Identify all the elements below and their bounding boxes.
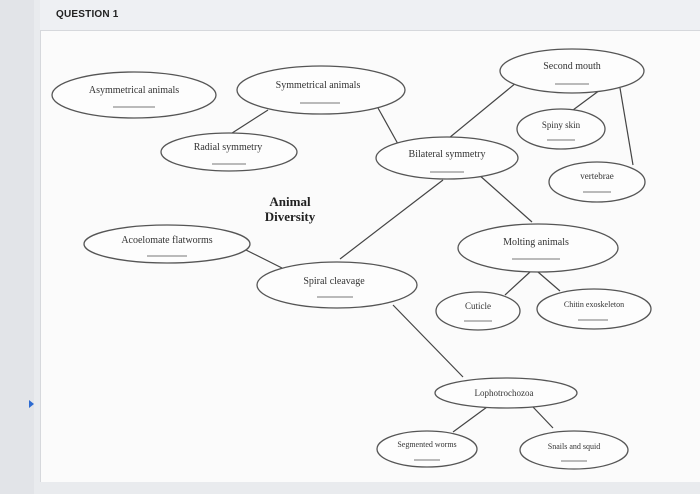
node-label: Symmetrical animals xyxy=(276,80,361,91)
node-spiral-cleavage: Spiral cleavage xyxy=(256,261,418,309)
node-label: Second mouth xyxy=(543,61,601,72)
node-symmetrical-animals: Symmetrical animals xyxy=(236,65,406,115)
edge-lopho-snails xyxy=(532,406,554,429)
node-label: Molting animals xyxy=(503,237,569,248)
center-title: Animal Diversity xyxy=(265,194,316,224)
node-chitin-exoskeleton: Chitin exoskeleton xyxy=(536,288,652,330)
node-second-mouth: Second mouth xyxy=(499,48,645,94)
node-label: Chitin exoskeleton xyxy=(564,300,624,309)
edge-molting-cuticle xyxy=(504,271,531,296)
node-label: Asymmetrical animals xyxy=(89,85,179,96)
node-acoelomate-flatworms: Acoelomate flatworms xyxy=(83,224,251,264)
edge-symmetrical-bilateral xyxy=(377,107,399,145)
node-segmented-worms: Segmented worms xyxy=(376,430,478,468)
footer-bar xyxy=(40,482,700,494)
center-title-line-1: Animal xyxy=(269,194,311,209)
node-label: Cuticle xyxy=(465,301,491,311)
edge-molting-chitin xyxy=(537,271,561,292)
center-title-line-2: Diversity xyxy=(265,209,316,224)
edge-spiral-lopho xyxy=(392,304,464,378)
left-rail xyxy=(0,0,34,494)
node-spiny-skin: Spiny skin xyxy=(516,108,606,150)
node-label: Spiny skin xyxy=(542,120,581,130)
node-molting-animals: Molting animals xyxy=(457,223,619,273)
node-label: Snails and squid xyxy=(548,442,600,451)
edge-symmetrical-radial xyxy=(228,109,269,136)
node-label: Spiral cleavage xyxy=(303,276,365,287)
node-label: vertebrae xyxy=(580,171,613,181)
node-vertebrae: vertebrae xyxy=(548,161,646,203)
node-radial-symmetry: Radial symmetry xyxy=(160,132,298,172)
edges xyxy=(228,77,634,433)
question-header: QUESTION 1 xyxy=(40,0,700,31)
edge-secondmouth-vertebrae xyxy=(619,87,634,166)
node-label: Bilateral symmetry xyxy=(409,149,486,160)
node-cuticle: Cuticle xyxy=(435,291,521,331)
node-label: Acoelomate flatworms xyxy=(121,235,212,246)
edge-secondmouth-spinyskin xyxy=(572,89,601,111)
edge-bilateral-secondmouth xyxy=(448,77,523,139)
edge-bilateral-spiral xyxy=(339,179,444,260)
edge-acoelomate-spiral xyxy=(241,247,283,269)
current-question-arrow-icon[interactable] xyxy=(29,400,34,408)
node-label: Segmented worms xyxy=(397,440,456,449)
node-lophotrochozoa: Lophotrochozoa xyxy=(434,377,578,409)
edge-lopho-segmented xyxy=(452,406,488,433)
edge-bilateral-molting xyxy=(477,173,533,223)
node-label: Radial symmetry xyxy=(194,142,263,153)
node-label: Lophotrochozoa xyxy=(475,388,534,398)
node-snails-and-squid: Snails and squid xyxy=(519,430,629,470)
question-title: QUESTION 1 xyxy=(56,9,119,20)
node-asymmetrical-animals: Asymmetrical animals xyxy=(51,71,217,119)
node-bilateral-symmetry: Bilateral symmetry xyxy=(375,136,519,180)
